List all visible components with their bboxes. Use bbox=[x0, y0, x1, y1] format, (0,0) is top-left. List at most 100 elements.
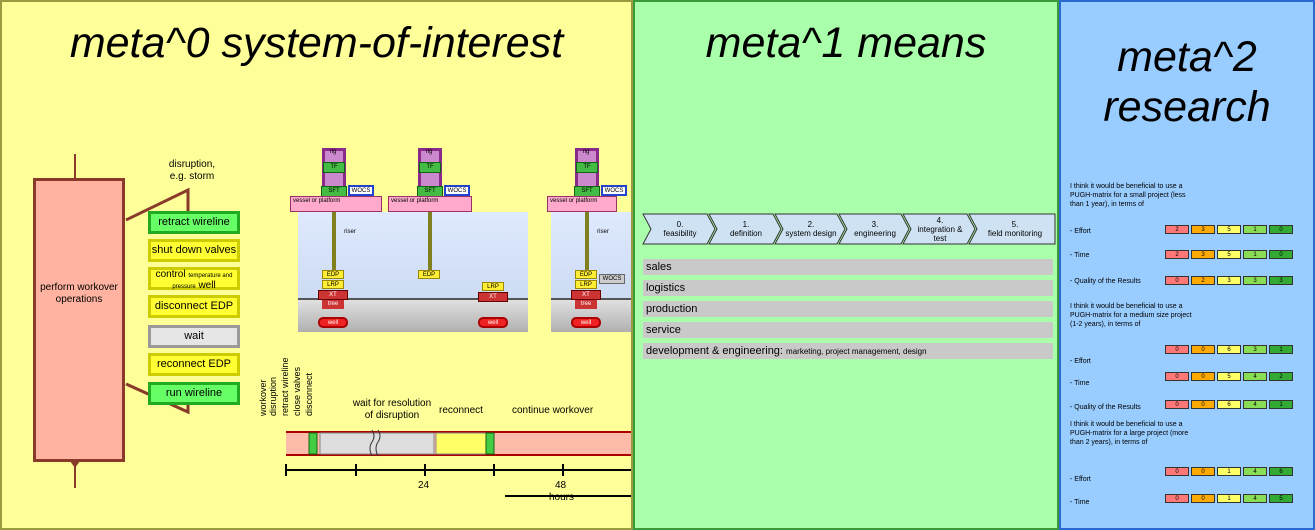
phase-3-num: 3. bbox=[871, 220, 879, 229]
tf2-box: TF bbox=[419, 162, 441, 173]
function-logistics: logistics bbox=[643, 280, 1053, 296]
panel-title-meta2-line2: research bbox=[1103, 83, 1271, 131]
q3-time-label: - Time bbox=[1070, 499, 1090, 506]
tf3-box: TF bbox=[576, 162, 598, 173]
q1-effort-cell-1: 2 bbox=[1165, 225, 1189, 234]
phase-0-name: feasibility bbox=[663, 229, 697, 238]
q1-quality-rating: 0 2 3 3 3 bbox=[1165, 276, 1295, 285]
riser3-label: riser bbox=[597, 229, 609, 235]
q1-quality-label: - Quality of the Results bbox=[1070, 278, 1141, 285]
q2-quality-label: - Quality of the Results bbox=[1070, 404, 1141, 411]
q3-time-cell-3: 1 bbox=[1217, 494, 1241, 503]
rig-diagram-3: rig TF SFT WOCS vessel or platform riser… bbox=[547, 142, 631, 332]
q1-quality-cell-3: 3 bbox=[1217, 276, 1241, 285]
xt2-box: XT bbox=[478, 292, 508, 302]
panel-title-meta0: meta^0 system-of-interest bbox=[69, 19, 564, 67]
phase-integration-test: 4.integration & test bbox=[911, 214, 969, 244]
survey-question-large: I think it would be beneficial to use a … bbox=[1070, 421, 1189, 446]
q3-time-cell-5: 5 bbox=[1269, 494, 1293, 503]
phase-1-num: 1. bbox=[742, 220, 750, 229]
q1-effort-cell-2: 3 bbox=[1191, 225, 1215, 234]
tf-box: TF bbox=[323, 162, 345, 173]
q2-time-rating: 0 0 5 4 2 bbox=[1165, 372, 1295, 381]
q2-time-cell-3: 5 bbox=[1217, 372, 1241, 381]
phase-5-name: field monitoring bbox=[987, 229, 1043, 238]
rig-label: rig bbox=[329, 149, 337, 155]
tick-48: 48 bbox=[555, 480, 567, 491]
perform-workover-label: perform workover operations bbox=[40, 282, 118, 305]
q1-effort-cell-5: 0 bbox=[1269, 225, 1293, 234]
q3-effort-cell-3: 1 bbox=[1217, 467, 1241, 476]
edp3-box: EDP bbox=[575, 270, 597, 279]
wait-label-line2: of disruption bbox=[364, 410, 420, 421]
q3-effort-cell-5: 6 bbox=[1269, 467, 1293, 476]
q1-quality-cell-2: 2 bbox=[1191, 276, 1215, 285]
phase-field-monitoring: 5.field monitoring bbox=[977, 214, 1053, 244]
q2-quality-rating: 0 0 6 4 1 bbox=[1165, 400, 1295, 409]
wait-label: wait for resolution of disruption bbox=[347, 398, 437, 422]
process-diagram-lines bbox=[70, 154, 190, 488]
wocs3-cut-box: WOCS bbox=[599, 274, 625, 284]
q1-effort-label: - Effort bbox=[1070, 228, 1091, 235]
panel-meta2: meta^2 research I think it would be bene… bbox=[1059, 0, 1315, 530]
q2-effort-cell-1: 0 bbox=[1165, 345, 1189, 354]
q1-quality-cell-1: 0 bbox=[1165, 276, 1189, 285]
vessel3-box: vessel or platform bbox=[547, 196, 617, 212]
hours-label: hours bbox=[549, 492, 575, 503]
action-retract-wireline: retract wireline bbox=[148, 211, 240, 234]
phase-4-num: 4. bbox=[936, 215, 944, 225]
phase-3-name: engineering bbox=[854, 229, 896, 238]
vessel-box: vessel or platform bbox=[290, 196, 382, 212]
xt3-box: XT bbox=[571, 290, 601, 300]
lrp2-box: LRP bbox=[482, 282, 504, 291]
tree3-box: tree bbox=[575, 300, 597, 309]
rig2-label: rig bbox=[425, 149, 433, 155]
tick-24: 24 bbox=[418, 480, 430, 491]
panel-meta1: meta^1 means 0.feasibility 1.definition … bbox=[633, 0, 1059, 530]
phase-2-num: 2. bbox=[807, 220, 815, 229]
q1-time-label: - Time bbox=[1070, 252, 1090, 259]
q2-effort-cell-2: 0 bbox=[1191, 345, 1215, 354]
q1-effort-rating: 2 3 5 1 0 bbox=[1165, 225, 1295, 234]
action-disconnect-edp: disconnect EDP bbox=[148, 295, 240, 318]
phase-system-design: 2.system design bbox=[783, 214, 839, 244]
well3-box: well bbox=[571, 317, 601, 328]
rig-diagram-1: rig TF SFT WOCS vessel or platform riser… bbox=[290, 142, 540, 332]
edp2-box: EDP bbox=[418, 270, 440, 279]
q1-time-rating: 2 3 5 1 0 bbox=[1165, 250, 1295, 259]
wocs3-box: WOCS bbox=[601, 185, 627, 196]
function-production: production bbox=[643, 301, 1053, 317]
lrp3-box: LRP bbox=[575, 280, 597, 289]
q1-time-cell-1: 2 bbox=[1165, 250, 1189, 259]
panel-title-meta2-line1: meta^2 bbox=[1117, 33, 1257, 81]
riser2-line bbox=[428, 212, 432, 270]
q2-time-cell-4: 4 bbox=[1243, 372, 1267, 381]
disruption-label-line2: e.g. storm bbox=[169, 171, 215, 182]
dev-main-label: development & engineering: bbox=[646, 345, 783, 357]
panel-title-meta1: meta^1 means bbox=[705, 19, 987, 67]
reconnect-label: reconnect bbox=[439, 405, 483, 416]
q3-time-cell-1: 0 bbox=[1165, 494, 1189, 503]
panel-title-meta2: meta^2 research bbox=[1061, 32, 1313, 132]
q2-effort-cell-3: 6 bbox=[1217, 345, 1241, 354]
q1-time-cell-2: 3 bbox=[1191, 250, 1215, 259]
perform-workover-box bbox=[33, 178, 125, 462]
q1-time-cell-3: 5 bbox=[1217, 250, 1241, 259]
function-sales: sales bbox=[643, 259, 1053, 275]
q2-time-cell-1: 0 bbox=[1165, 372, 1189, 381]
q2-quality-cell-5: 1 bbox=[1269, 400, 1293, 409]
phase-4-name: integration & test bbox=[917, 224, 963, 243]
q1-time-cell-4: 1 bbox=[1243, 250, 1267, 259]
phase-1-name: definition bbox=[729, 229, 763, 238]
vessel2-box: vessel or platform bbox=[388, 196, 472, 212]
q2-quality-cell-3: 6 bbox=[1217, 400, 1241, 409]
survey-question-small: I think it would be beneficial to use a … bbox=[1070, 183, 1186, 208]
action-control-well: control temperature and pressure well bbox=[148, 267, 240, 291]
q2-effort-cell-5: 1 bbox=[1269, 345, 1293, 354]
lrp-box: LRP bbox=[322, 280, 344, 289]
q3-effort-rating: 0 0 1 4 6 bbox=[1165, 467, 1295, 476]
survey-question-medium: I think it would be beneficial to use a … bbox=[1070, 303, 1192, 328]
disruption-label-line1: disruption, bbox=[168, 159, 216, 170]
q1-quality-cell-5: 3 bbox=[1269, 276, 1293, 285]
q2-time-cell-5: 2 bbox=[1269, 372, 1293, 381]
